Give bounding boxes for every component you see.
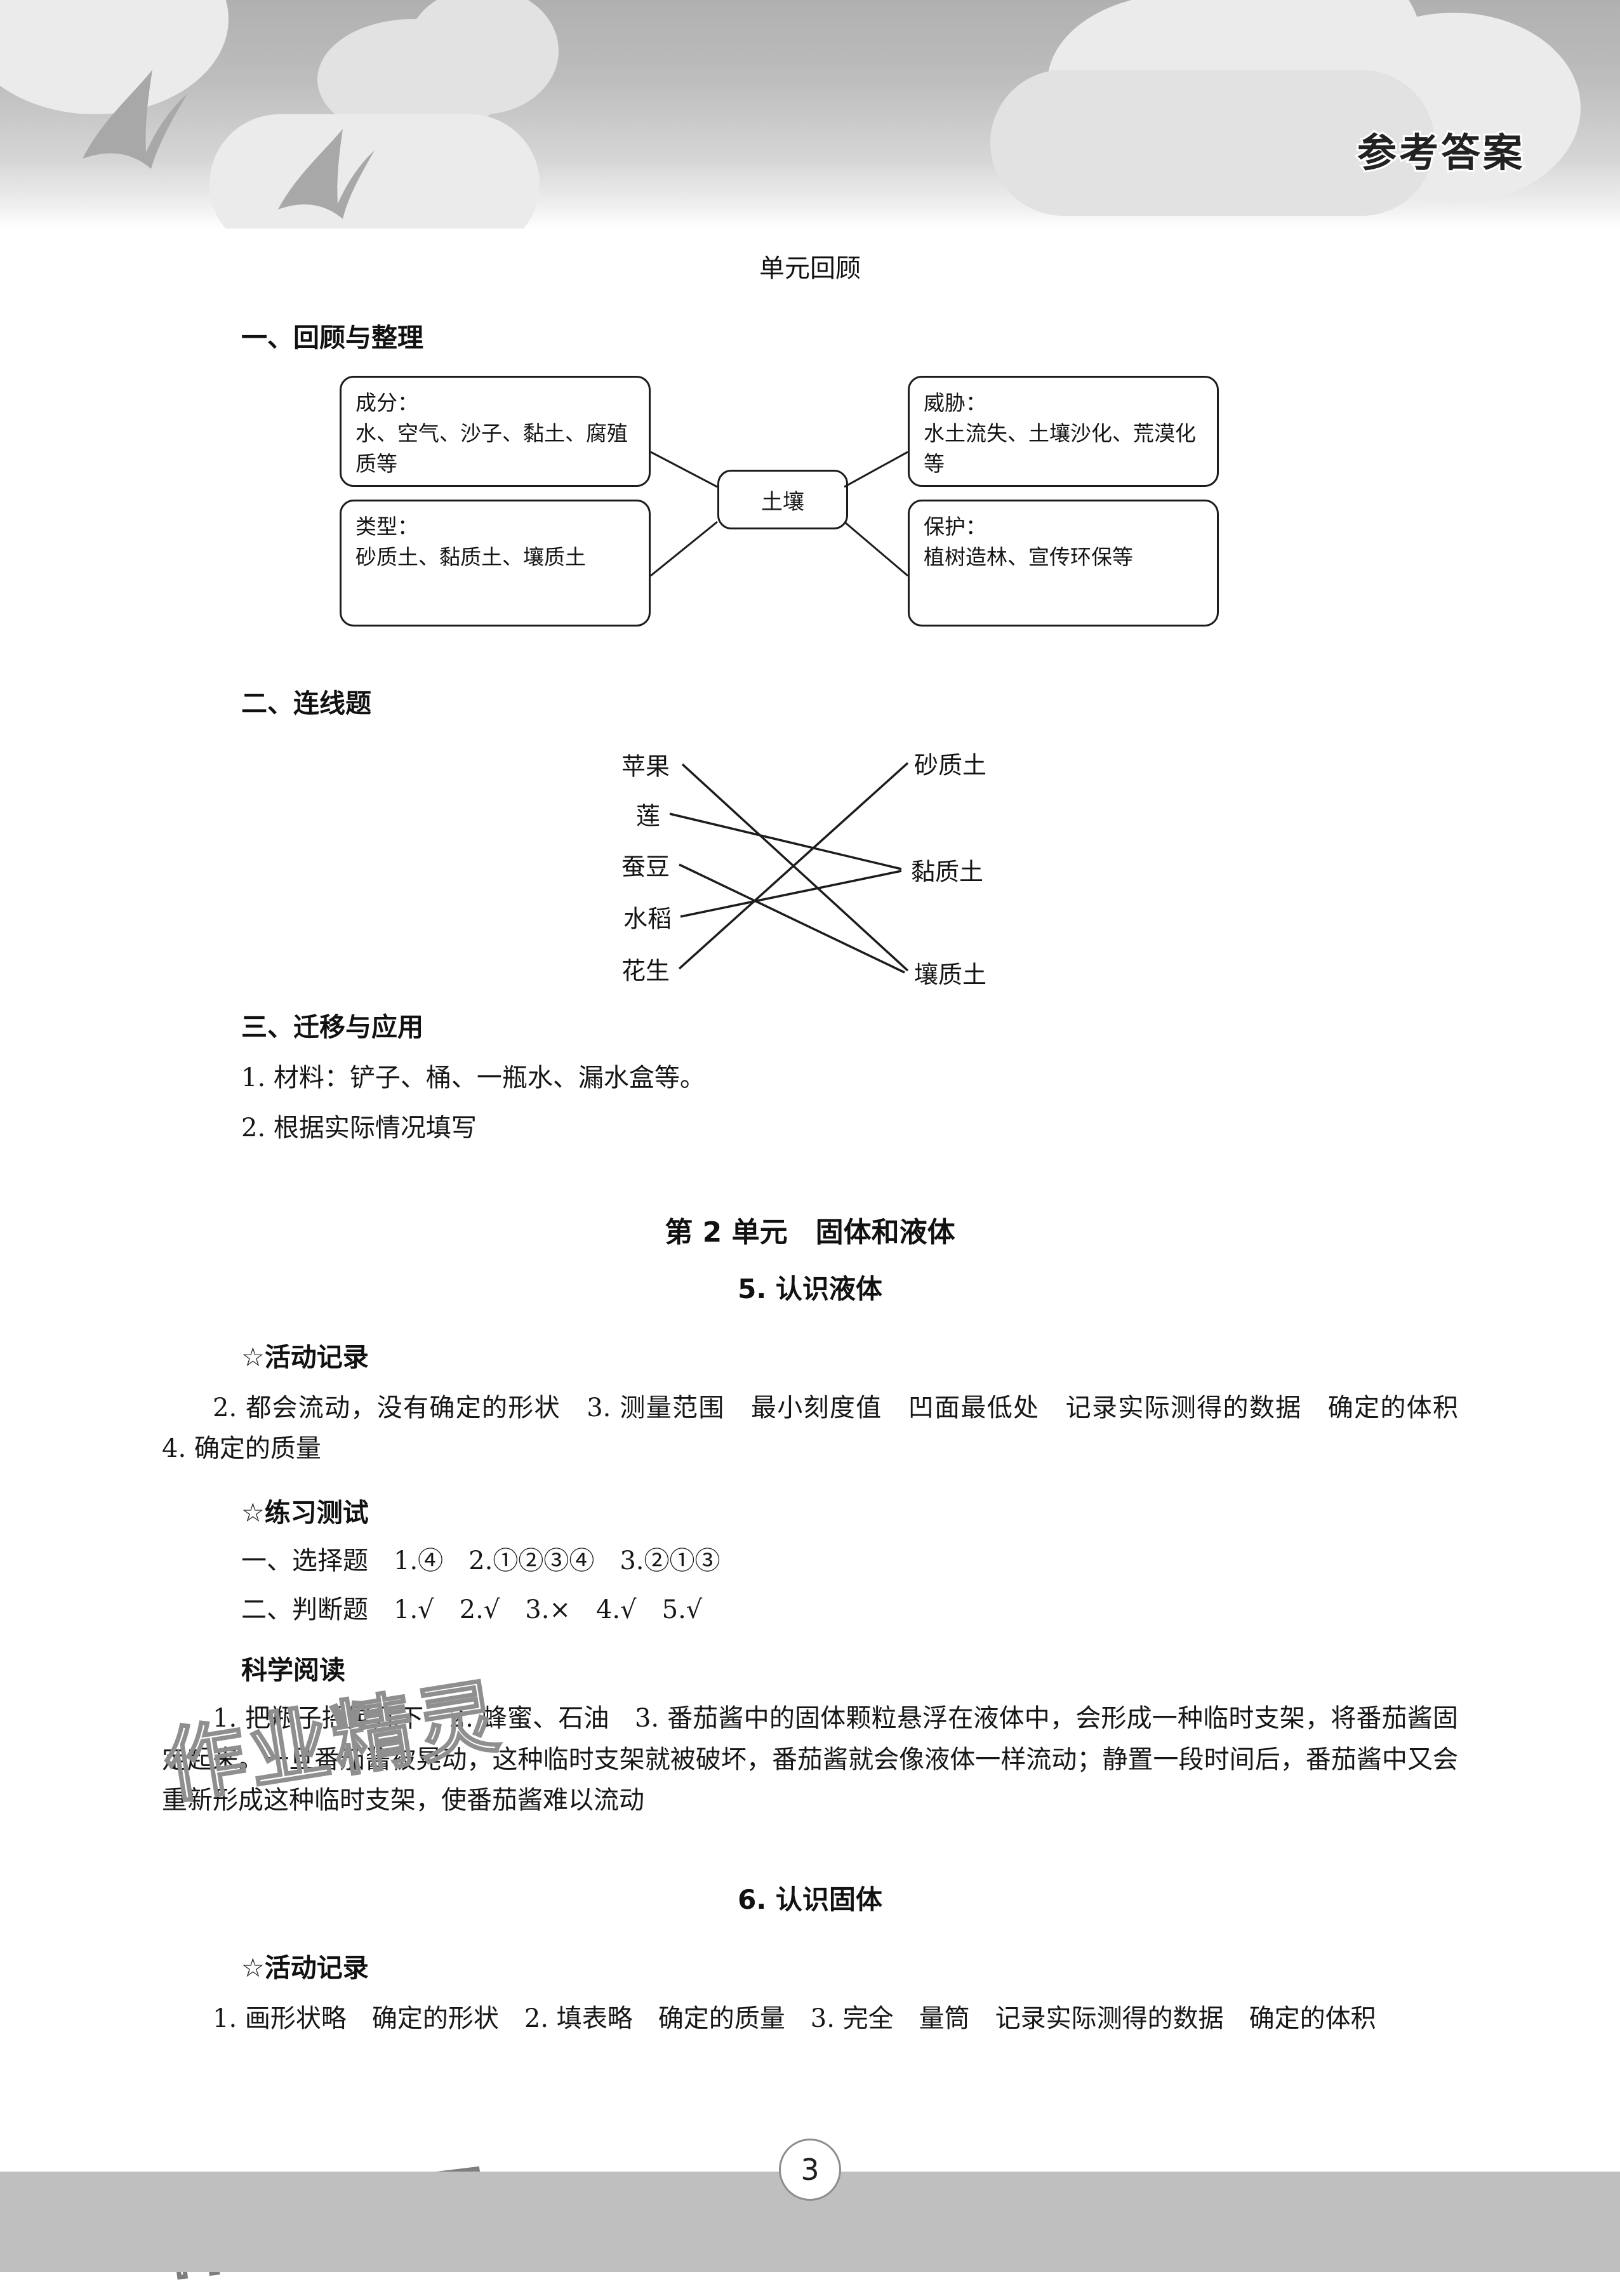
section-heading-3: 三、迁移与应用 (241, 1012, 423, 1042)
cloud-shape (406, 0, 559, 114)
page-content: 单元回顾 一、回顾与整理 成分： 水、空气、沙子、黏土、腐殖质等 威胁： 水土流… (0, 216, 1620, 2040)
match-left-item: 苹果 (621, 752, 670, 781)
match-left-item: 花生 (621, 957, 670, 985)
mindmap-box-content: 水、空气、沙子、黏土、腐殖质等 (355, 420, 628, 476)
mindmap-box-label: 成分： (355, 390, 418, 415)
lesson6-activity-heading: ☆活动记录 (241, 1953, 369, 1984)
mindmap-box-type: 类型： 砂质土、黏质土、壤质土 (340, 500, 651, 627)
cloud-shape (209, 114, 540, 229)
mindmap-box-label: 威胁： (924, 390, 986, 415)
soil-mindmap: 成分： 水、空气、沙子、黏土、腐殖质等 威胁： 水土流失、土壤沙化、荒漠化等 土… (0, 363, 1620, 668)
cloud-shape (990, 70, 1435, 216)
mindmap-box-threat: 威胁： 水土流失、土壤沙化、荒漠化等 (908, 376, 1219, 487)
match-right-item: 砂质土 (914, 751, 987, 780)
lesson6-title: 6. 认识固体 (738, 1884, 882, 1916)
mindmap-box-content: 植树造林、宣传环保等 (924, 544, 1133, 569)
matching-exercise: 苹果 莲 蚕豆 水稻 花生 砂质土 黏质土 壤质土 (0, 733, 1620, 1005)
mindmap-connectors (650, 451, 908, 577)
lesson6-activity-text: 1. 画形状略 确定的形状 2. 填表略 确定的质量 3. 完全 量筒 记录实际… (213, 2004, 1376, 2034)
mindmap-center-label: 土壤 (761, 489, 804, 515)
lesson5-choice-answers: 一、选择题 1.④ 2.①②③④ 3.②①③ (241, 1546, 720, 1576)
lesson5-judge-answers: 二、判断题 1.√ 2.√ 3.× 4.√ 5.√ (241, 1595, 703, 1624)
mindmap-box-label: 类型： (355, 514, 418, 539)
lesson5-reading-heading: 科学阅读 (241, 1654, 345, 1685)
mindmap-box-content: 水土流失、土壤沙化、荒漠化等 (924, 420, 1196, 476)
page-number-text: 3 (800, 2153, 820, 2187)
page-header-title-text: 参考答案 (1355, 128, 1525, 178)
page-header-title: 参考答案 (1355, 121, 1525, 178)
match-left-item: 水稻 (623, 905, 672, 933)
matching-lines (669, 762, 909, 974)
lesson5-reading-text: 1. 把瓶子摇晃几下 2. 蜂蜜、石油 3. 番茄酱中的固体颗粒悬浮在液体中，会… (162, 1703, 1458, 1815)
mindmap-center-node: 土壤 (717, 470, 848, 529)
lesson5-activity-text: 2. 都会流动，没有确定的形状 3. 测量范围 最小刻度值 凹面最低处 记录实际… (162, 1393, 1484, 1464)
match-right-item: 壤质土 (914, 960, 987, 989)
unit2-title: 第 2 单元 固体和液体 (665, 1216, 955, 1249)
mindmap-box-label: 保护： (924, 514, 986, 539)
mindmap-box-content: 砂质土、黏质土、壤质土 (355, 544, 586, 569)
mindmap-box-protection: 保护： 植树造林、宣传环保等 (908, 500, 1219, 627)
match-left-item: 蚕豆 (621, 853, 670, 881)
section-heading-2: 二、连线题 (241, 688, 371, 719)
lesson5-practice-heading: ☆练习测试 (241, 1497, 369, 1529)
section3-line-2: 2. 根据实际情况填写 (241, 1113, 477, 1143)
section-heading-1: 一、回顾与整理 (241, 322, 423, 353)
page-number: 3 (779, 2139, 841, 2201)
lesson5-activity-heading: ☆活动记录 (241, 1341, 369, 1372)
section3-line-1: 1. 材料：铲子、桶、一瓶水、漏水盒等。 (241, 1063, 705, 1092)
mindmap-box-composition: 成分： 水、空气、沙子、黏土、腐殖质等 (340, 376, 651, 487)
match-right-item: 黏质土 (911, 858, 984, 886)
lesson5-title: 5. 认识液体 (738, 1273, 882, 1304)
match-left-item: 莲 (635, 802, 660, 830)
unit-review-title: 单元回顾 (759, 254, 861, 283)
header-decoration: 参考答案 (0, 0, 1620, 229)
